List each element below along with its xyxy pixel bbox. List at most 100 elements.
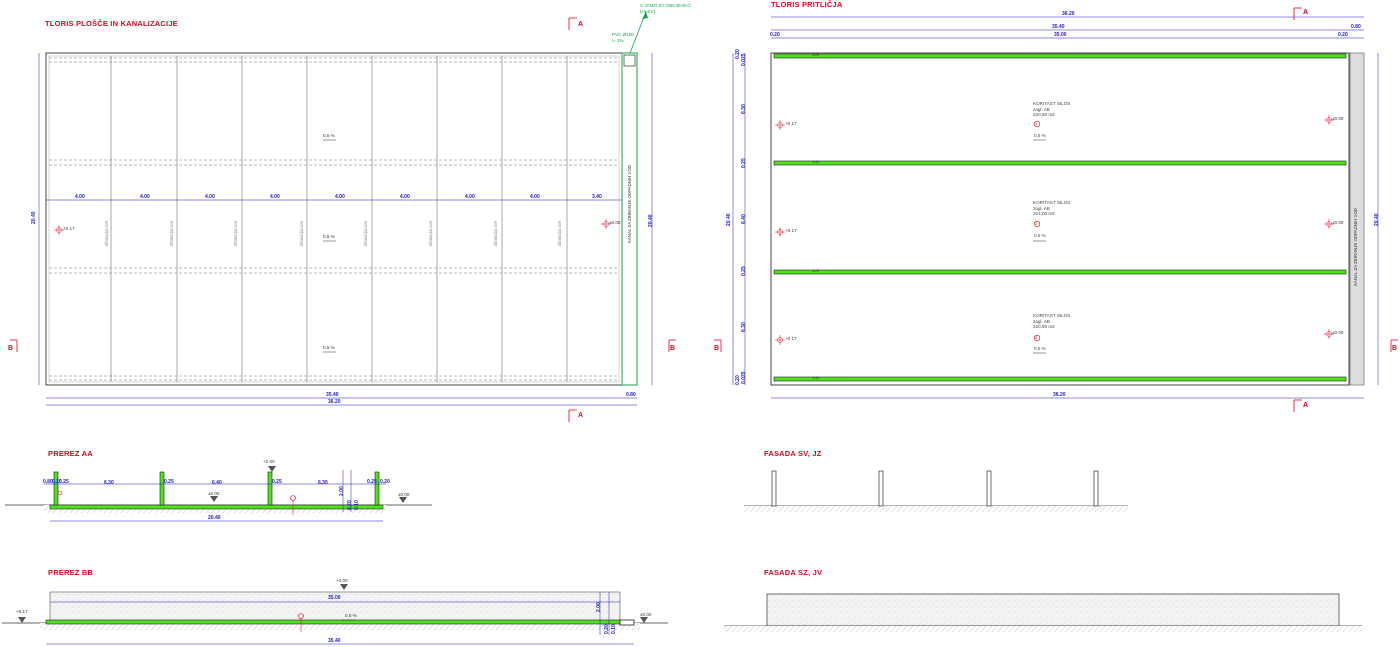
aa-dim: 6.30 (104, 480, 114, 486)
aa-wall-height: 0.20 (347, 500, 353, 510)
ground-top-clear: 35.00 (1054, 32, 1067, 38)
plan-slab (38, 11, 653, 406)
joint-label: dilatacija izre (299, 220, 304, 246)
to-pit-label: V JAMO ZA GNOJEVKO(HLEV) (640, 3, 691, 14)
joint-label: dilatacija izre (363, 220, 368, 246)
green-walls (773, 53, 1347, 382)
bb-total: 35.40 (328, 638, 341, 644)
ground-top-wall: 0.20 (770, 32, 780, 38)
left-dim: 6.30 (741, 322, 747, 332)
ground-level-right-3: ±0.00 (1332, 330, 1344, 335)
bay-dim: 4.00 (335, 194, 345, 200)
title-facade-sv-jz: FASADA SV, JZ (764, 449, 822, 458)
bb-right-level: ±0.00 (640, 612, 652, 617)
left-dim: 0.025 (741, 53, 747, 66)
section-mark-a-3: A (1303, 9, 1309, 16)
bb-wall-height: 2.00 (596, 602, 602, 612)
room-number-1: 1 (1035, 121, 1038, 126)
left-dim: 0.25 (741, 158, 747, 168)
bay-dim: 3.40 (592, 194, 602, 200)
section-bb-drawing (2, 584, 668, 645)
section-aa-drawing (5, 466, 432, 522)
bay-lines (110, 56, 568, 382)
wall-tag: 0.25 (812, 376, 819, 380)
plan-ground (732, 16, 1379, 399)
section-mark-a-1: A (578, 21, 584, 28)
left-dim: 0.20 (735, 375, 741, 385)
section-mark-b-3: B (714, 345, 720, 352)
aa-mid-level: ±0.00 (208, 491, 220, 496)
level-marker-right (601, 219, 611, 229)
bay-dim: 4.00 (75, 194, 85, 200)
level-right: ±0.00 (609, 220, 621, 225)
slab-outline (45, 52, 623, 386)
slab-height-right: 20.40 (648, 214, 654, 227)
ground-top-outer: 36.20 (1062, 11, 1075, 17)
slope-label: 0,5 % (323, 345, 335, 350)
section-mark-b-2: B (670, 345, 676, 352)
ground-bottom: 36.20 (1053, 392, 1066, 398)
joint-label: dilatacija izre (104, 220, 109, 246)
room-number-3: 3 (1035, 335, 1038, 340)
aa-dim: 0.25 (272, 479, 282, 485)
wall-tag: 0.25 (812, 53, 819, 57)
title-section-aa: PREREZ AA (48, 449, 93, 458)
aa-dim: 0.20 (380, 479, 390, 485)
bb-slope: 0,5 % (345, 613, 357, 618)
bay-dim: 4.00 (140, 194, 150, 200)
title-section-bb: PREREZ BB (48, 568, 94, 577)
left-dim: 6.40 (741, 214, 747, 224)
room-number-2: 2 (1035, 221, 1038, 226)
facade-sz-jv-drawing (724, 593, 1362, 632)
joint-label: dilatacija izre (233, 220, 238, 246)
left-dim: 6.30 (741, 104, 747, 114)
silo-1-label: KORITAST SILOS zagl. AB 220,50 m2 (1033, 101, 1071, 118)
aa-dim: 0.25 (164, 479, 174, 485)
joint-label: dilatacija izre (428, 220, 433, 246)
slab-total-inner: 35.40 (326, 392, 339, 398)
bay-dim: 4.00 (205, 194, 215, 200)
slope-label: 0,5 % (323, 133, 335, 138)
left-dim: 0.025 (741, 371, 747, 384)
bb-slab (45, 619, 621, 625)
bay-dim: 4.00 (270, 194, 280, 200)
bay-dim: 4.00 (530, 194, 540, 200)
aa-walls (53, 471, 380, 506)
ground-level-right-2: ±0.00 (1332, 220, 1344, 225)
level-marker-left (54, 225, 64, 235)
aa-right-level: ±0.00 (398, 492, 410, 497)
slab-total-outer: 36.20 (328, 399, 341, 405)
joint-label: dilatacija izre (169, 220, 174, 246)
silo-3-slope: 0,5 % (1034, 346, 1046, 351)
aa-dim: 6.30 (318, 480, 328, 486)
title-facade-sz-jv: FASADA SZ, JV (764, 568, 823, 577)
facade-sv-jz-drawing (744, 470, 1128, 512)
joint-label: dilatacija izre (493, 220, 498, 246)
ground-outline (770, 52, 1350, 386)
section-mark-a-2: A (578, 412, 584, 419)
aa-total: 20.40 (208, 515, 221, 521)
ground-top-inner: 35.40 (1052, 24, 1065, 30)
joint-label: dilatacija izre (557, 220, 562, 246)
ground-level-right-1: ±0.00 (1332, 116, 1344, 121)
bay-dim: 4.00 (400, 194, 410, 200)
aa-slab (49, 504, 384, 510)
aa-dim: 0.25 (59, 479, 69, 485)
bb-left-level: +0.17 (16, 609, 28, 614)
ground-level-left-3: +0.17 (785, 336, 797, 341)
bb-silage (49, 591, 621, 622)
aa-dim: 0.20 (52, 479, 62, 485)
slab-height-left: 20.40 (31, 211, 37, 224)
title-plan-ground: TLORIS PRITLIČJA (771, 0, 843, 9)
level-left: +0.17 (63, 226, 75, 231)
ground-level-left-2: +0.17 (785, 228, 797, 233)
ground-height-right: 20.40 (1374, 213, 1380, 226)
aa-wall-height: 0.10 (354, 500, 360, 510)
left-dim: 0.25 (741, 266, 747, 276)
title-plan-slab: TLORIS PLOŠČE IN KANALIZACIJE (45, 19, 178, 28)
aa-dim: 0.80 (43, 479, 53, 485)
aa-dim: 0.25 (367, 479, 377, 485)
aa-wall-height: 2.00 (339, 486, 345, 496)
ground-height-left: 20.40 (726, 213, 732, 226)
